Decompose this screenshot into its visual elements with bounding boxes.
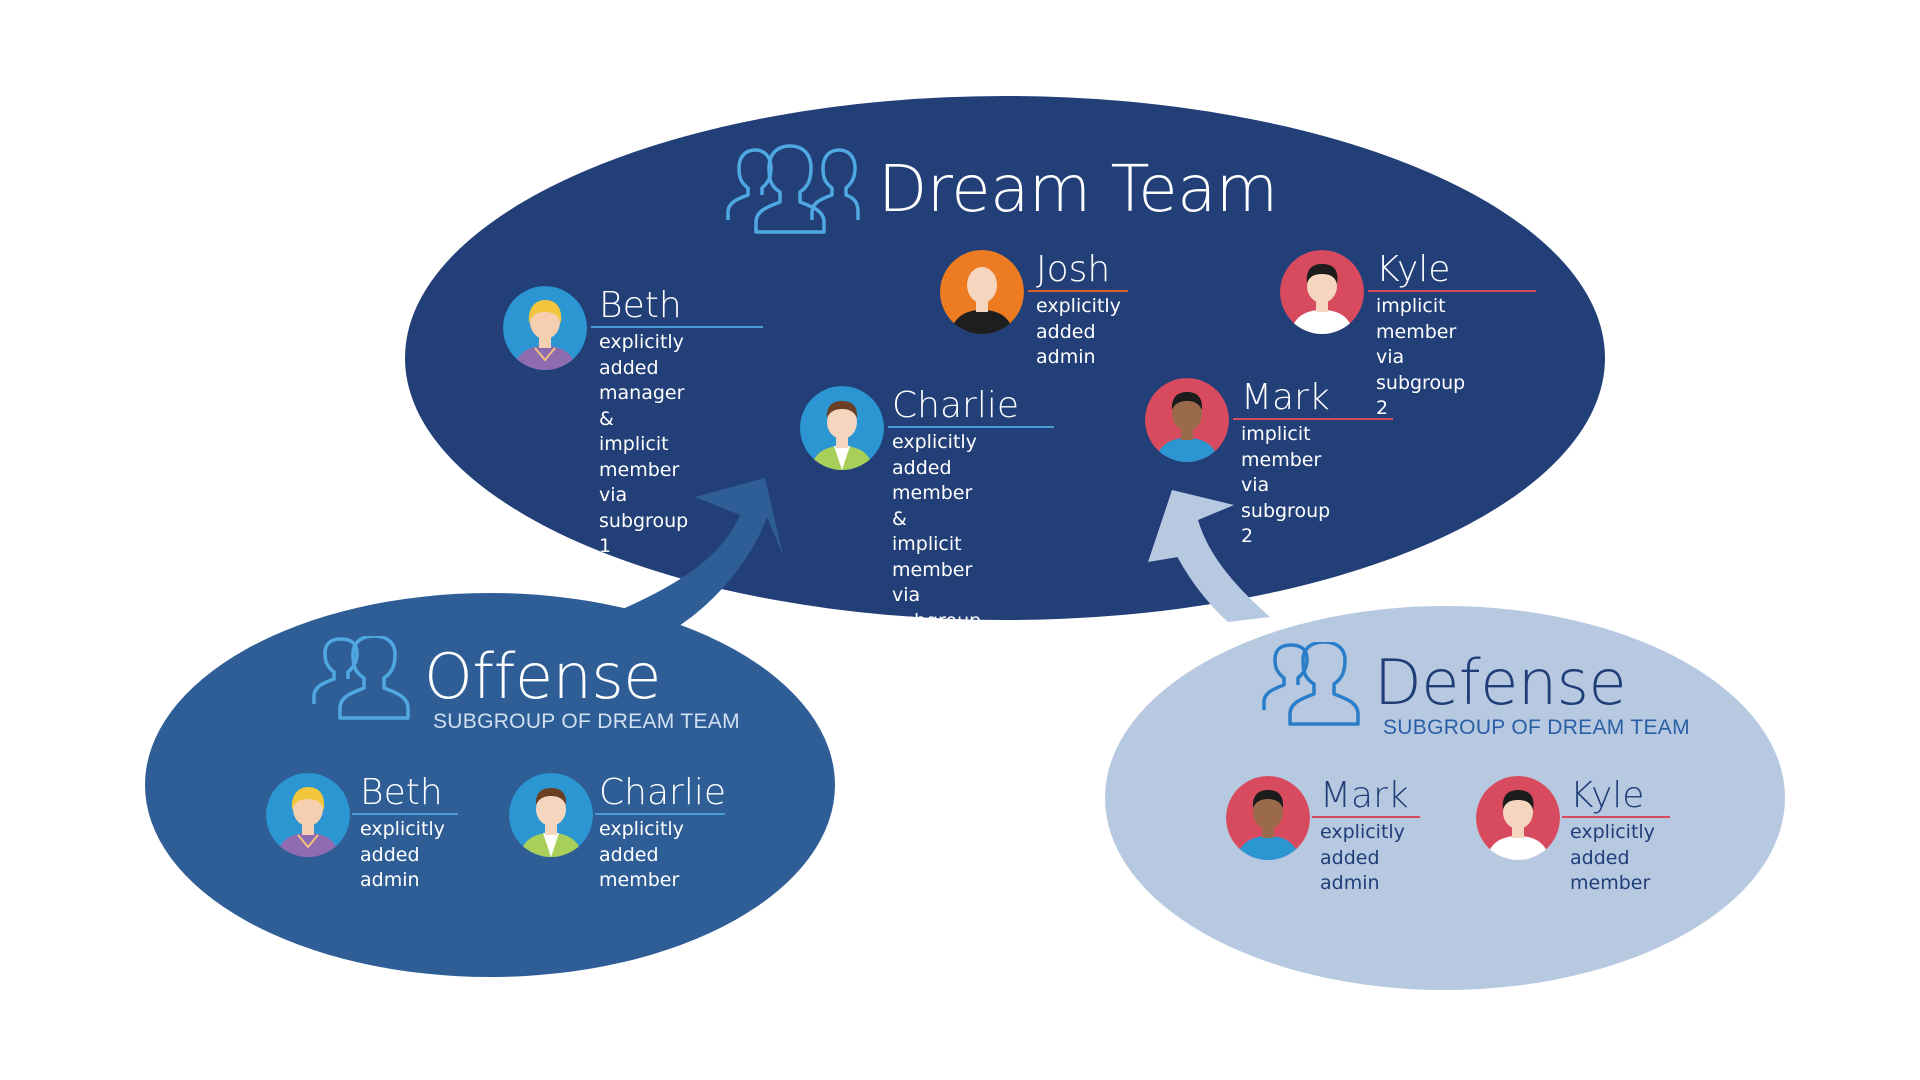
beth-avatar-icon [266,773,350,857]
two-people-icon [312,636,410,720]
dream-team-ellipse [405,96,1605,620]
member-role-description: explicitly added admin [360,818,445,891]
member-name: Charlie [599,772,726,813]
member-name: Kyle [1570,775,1645,816]
name-divider [1312,816,1420,818]
kyle-avatar-icon [1476,776,1560,860]
defense-subtitle: SUBGROUP OF DREAM TEAM [1383,716,1690,739]
member-name: Beth [599,285,682,326]
offense-subtitle: SUBGROUP OF DREAM TEAM [433,710,740,733]
name-divider [595,813,725,815]
member-name: Beth [360,772,443,813]
defense-ellipse [1105,606,1785,990]
member-name: Kyle [1376,249,1451,290]
name-divider [1562,816,1670,818]
charlie-avatar-icon [509,773,593,857]
member-role-description: explicitly added member [599,818,684,891]
member-role-description: explicitly added admin [1036,295,1121,368]
defense-to-dream-team-arrow [1148,490,1270,622]
offense-to-dream-team-arrow [620,478,783,646]
dream-team-title: Dream Team [878,153,1278,227]
member-name: Mark [1241,377,1330,418]
mark-avatar-icon [1145,378,1229,462]
beth-avatar-icon [503,286,587,370]
josh-avatar-icon [940,250,1024,334]
three-people-icon [726,144,860,234]
name-divider [352,813,458,815]
name-divider [1028,290,1128,292]
member-name: Josh [1036,249,1111,290]
name-divider [591,326,763,328]
mark-avatar-icon [1226,776,1310,860]
member-role-description: explicitly added admin [1320,821,1405,894]
member-role-description: explicitly added member & implicit membe… [892,431,982,657]
two-people-icon [1262,642,1360,726]
member-role-description: explicitly added member [1570,821,1655,894]
defense-title: Defense [1374,646,1627,719]
charlie-avatar-icon [800,386,884,470]
member-name: Charlie [892,385,1019,426]
name-divider [1233,418,1393,420]
member-role-description: implicit member via subgroup 2 [1241,423,1331,547]
member-name: Mark [1320,775,1409,816]
member-role-description: implicit member via subgroup 2 [1376,295,1466,419]
name-divider [888,426,1054,428]
kyle-avatar-icon [1280,250,1364,334]
name-divider [1368,290,1536,292]
member-role-description: explicitly added manager & implicit memb… [599,331,689,557]
offense-title: Offense [424,640,661,713]
